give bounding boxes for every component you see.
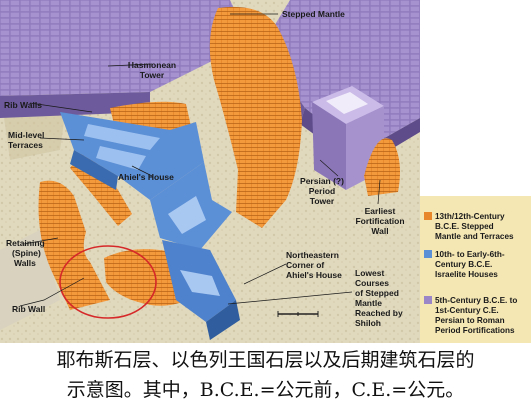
legend-swatch-fortifications bbox=[424, 296, 432, 304]
persian-tower bbox=[312, 86, 384, 190]
label-lowest-6: Shiloh bbox=[355, 318, 381, 328]
label-persian-tower-3: Tower bbox=[310, 196, 335, 206]
label-retaining-3: Walls bbox=[14, 258, 36, 268]
labels: Stepped Mantle Hasmonean Tower Rib Walls… bbox=[4, 9, 405, 328]
illustration: Stepped Mantle Hasmonean Tower Rib Walls… bbox=[0, 0, 531, 343]
label-lowest-5: Reached by bbox=[355, 308, 403, 318]
label-lowest-1: Lowest bbox=[355, 268, 384, 278]
label-earliest-wall-2: Fortification bbox=[355, 216, 404, 226]
label-stepped-mantle: Stepped Mantle bbox=[282, 9, 345, 19]
label-lowest-3: of Stepped bbox=[355, 288, 399, 298]
label-retaining-1: Retaining bbox=[6, 238, 45, 248]
label-ne-corner-3: Ahiel's House bbox=[286, 270, 342, 280]
label-ne-corner-1: Northeastern bbox=[286, 250, 339, 260]
israelite-houses bbox=[60, 112, 240, 340]
leader-lines bbox=[19, 13, 381, 307]
earliest-fortification-wall bbox=[364, 138, 400, 196]
legend-swatch-mantle bbox=[424, 212, 432, 220]
legend-fortifications-1: 5th-Century B.C.E. to bbox=[435, 296, 517, 305]
label-earliest-wall-1: Earliest bbox=[365, 206, 396, 216]
legend-fortifications-3: Persian to Roman bbox=[435, 316, 505, 325]
label-hasmonean-tower-1: Hasmonean bbox=[128, 60, 176, 70]
label-mid-level-terraces-1: Mid-level bbox=[8, 130, 44, 140]
legend-mantle-2: B.C.E. Stepped bbox=[435, 222, 494, 231]
legend-fortifications-4: Period Fortifications bbox=[435, 326, 515, 335]
legend-houses-2: Century B.C.E. bbox=[435, 260, 492, 269]
legend-background bbox=[420, 196, 531, 343]
label-lowest-4: Mantle bbox=[355, 298, 382, 308]
label-persian-tower-2: Period bbox=[309, 186, 335, 196]
legend-mantle-3: Mantle and Terraces bbox=[435, 232, 514, 241]
caption-line-1: 耶布斯石层、以色列王国石层以及后期建筑石层的 bbox=[56, 349, 475, 371]
legend-houses-3: Israelite Houses bbox=[435, 270, 498, 279]
highlight-circle bbox=[59, 245, 157, 319]
label-hasmonean-tower-2: Tower bbox=[140, 70, 165, 80]
label-retaining-2: (Spine) bbox=[12, 248, 41, 258]
label-ne-corner-2: Corner of bbox=[286, 260, 324, 270]
legend-mantle-1: 13th/12th-Century bbox=[435, 212, 505, 221]
legend: 13th/12th-Century B.C.E. Stepped Mantle … bbox=[420, 196, 531, 343]
label-rib-walls: Rib Walls bbox=[4, 100, 42, 110]
legend-swatch-houses bbox=[424, 250, 432, 258]
label-lowest-2: Courses bbox=[355, 278, 389, 288]
label-mid-level-terraces-2: Terraces bbox=[8, 140, 43, 150]
caption: 耶布斯石层、以色列王国石层以及后期建筑石层的 示意图。其中，B.C.E.=公元前… bbox=[0, 345, 531, 405]
caption-line-2: 示意图。其中，B.C.E.=公元前，C.E.=公元。 bbox=[66, 379, 465, 401]
label-ahiels-house: Ahiel's House bbox=[118, 172, 174, 182]
label-persian-tower-1: Persian (?) bbox=[300, 176, 344, 186]
legend-houses-1: 10th- to Early-6th- bbox=[435, 250, 505, 259]
label-rib-wall: Rib Wall bbox=[12, 304, 45, 314]
label-earliest-wall-3: Wall bbox=[371, 226, 388, 236]
legend-fortifications-2: 1st-Century C.E. bbox=[435, 306, 499, 315]
scale-bar bbox=[277, 311, 319, 317]
